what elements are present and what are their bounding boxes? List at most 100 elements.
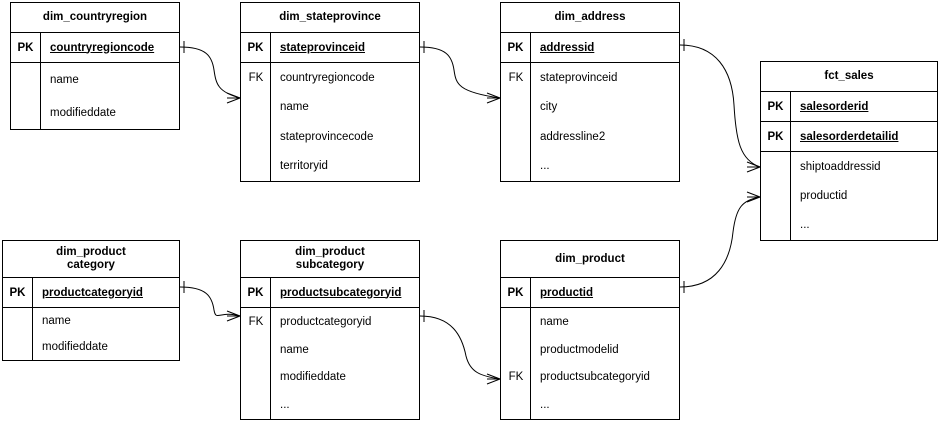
primary-key-row[interactable]: PK productid (501, 278, 679, 308)
field-name: countryregioncode (50, 41, 155, 54)
attribute-row[interactable]: city (540, 101, 558, 114)
attribute-row[interactable]: countryregioncode (280, 71, 375, 84)
attribute-row[interactable]: ... (800, 219, 810, 232)
relationship-rel-address-sales[interactable] (679, 39, 761, 173)
key-label: PK (761, 122, 791, 151)
attribute-row[interactable]: name (280, 343, 309, 356)
attribute-row[interactable]: modifieddate (280, 371, 346, 384)
attribute-list: name modifieddate (41, 63, 179, 129)
attribute-row[interactable]: name (50, 73, 79, 86)
cardinality-many-marker (226, 315, 241, 322)
attribute-block: FK countryregioncode name stateprovincecode… (241, 63, 419, 181)
key-label: PK (501, 33, 531, 62)
attribute-row[interactable]: name (280, 101, 309, 114)
attribute-key-column: FK (501, 63, 531, 181)
relationship-line (679, 44, 761, 168)
entity-title: dim_stateprovince (241, 3, 419, 33)
attribute-list: name modifieddate (33, 308, 179, 360)
entity-title: dim_product category (3, 241, 179, 278)
attribute-row[interactable]: name (42, 315, 71, 327)
relationship-line (419, 315, 501, 380)
attribute-row[interactable]: shiptoaddressid (800, 160, 881, 173)
key-label: PK (11, 33, 41, 62)
entity-body: PK productcategoryid name modifieddate (3, 278, 179, 360)
attribute-list: shiptoaddressid productid... (791, 152, 937, 240)
primary-key-row[interactable]: PK countryregioncode (11, 33, 179, 63)
foreign-key-label: FK (248, 315, 264, 328)
relationship-line (179, 46, 241, 99)
attribute-row[interactable]: productmodelid (540, 343, 619, 356)
key-label: PK (501, 278, 531, 307)
attribute-key-column: FK (241, 63, 271, 181)
attribute-row[interactable]: territoryid (280, 160, 328, 173)
attribute-block: FK productcategoryid name modifieddate... (241, 308, 419, 419)
attribute-row[interactable]: modifieddate (42, 341, 108, 353)
attribute-row[interactable]: stateprovinceid (540, 71, 618, 84)
field-name: productid (540, 286, 594, 299)
attribute-list: name productmodelid productsubcategoryid..… (531, 308, 679, 419)
attribute-key-column (3, 308, 33, 360)
attribute-key-column (11, 63, 41, 129)
attribute-block: FK stateprovinceid city addressline2... (501, 63, 679, 181)
field-name: productcategoryid (42, 286, 143, 299)
cardinality-many-marker (486, 97, 501, 104)
cardinality-many-marker (486, 378, 501, 385)
primary-key-row[interactable]: PK productcategoryid (3, 278, 179, 308)
attribute-row[interactable]: ... (540, 160, 550, 173)
attribute-list: productcategoryid name modifieddate... (271, 308, 419, 419)
attribute-row[interactable]: productid (800, 189, 848, 202)
attribute-list: countryregioncode name stateprovincecode te… (271, 63, 419, 181)
cardinality-many-marker (486, 373, 501, 380)
relationship-rel-product-sales[interactable] (679, 191, 761, 293)
primary-key-row[interactable]: PK salesorderdetailid (761, 122, 937, 152)
foreign-key-label: FK (248, 71, 264, 84)
attribute-block: shiptoaddressid productid... (761, 152, 937, 240)
attribute-row[interactable]: name (540, 315, 569, 328)
entity-title: fct_sales (761, 62, 937, 92)
cardinality-many-marker (746, 191, 761, 198)
entity-title: dim_product subcategory (241, 241, 419, 278)
attribute-row[interactable]: productcategoryid (280, 315, 372, 328)
attribute-block: name modifieddate (3, 308, 179, 360)
key-label: PK (3, 278, 33, 307)
attribute-row[interactable]: stateprovincecode (280, 130, 374, 143)
attribute-row[interactable]: addressline2 (540, 130, 606, 143)
foreign-key-label: FK (508, 371, 524, 384)
cardinality-many-marker (226, 310, 241, 317)
entity-title: dim_countryregion (11, 3, 179, 33)
attribute-row[interactable]: modifieddate (50, 106, 116, 119)
attribute-row[interactable]: ... (280, 399, 290, 412)
entity-body: PK countryregioncode name modifieddate (11, 33, 179, 129)
attribute-key-column: FK (241, 308, 271, 419)
attribute-row[interactable]: ... (540, 399, 550, 412)
relationship-rel-productcategory-subcategory[interactable] (179, 281, 241, 322)
attribute-block: name modifieddate (11, 63, 179, 129)
attribute-row[interactable]: productsubcategoryid (540, 371, 650, 384)
entity-title: dim_product (501, 241, 679, 278)
cardinality-many-marker (226, 92, 241, 99)
field-name: salesorderid (800, 100, 869, 113)
relationship-rel-countryregion-stateprovince[interactable] (179, 41, 241, 104)
entity-title: dim_address (501, 3, 679, 33)
relationship-rel-stateprovince-address[interactable] (419, 41, 501, 104)
relationship-rel-subcategory-product[interactable] (419, 310, 501, 385)
field-name: productsubcategoryid (280, 286, 402, 299)
foreign-key-label: FK (508, 71, 524, 84)
cardinality-many-marker (226, 97, 241, 104)
field-name: salesorderdetailid (800, 130, 899, 143)
